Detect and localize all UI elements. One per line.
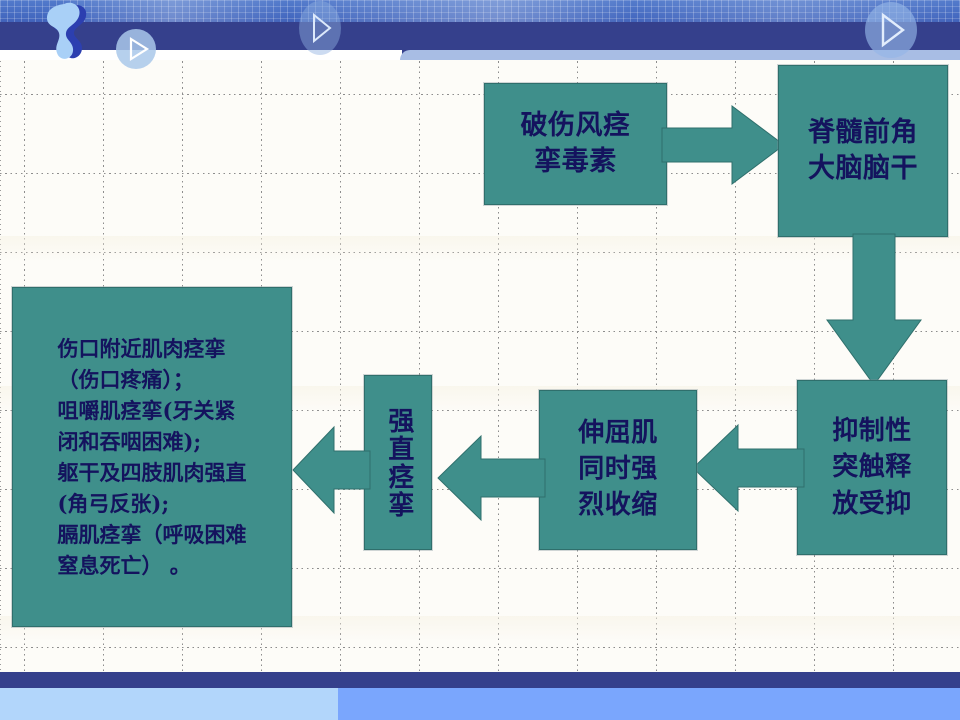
flow-node-contraction-label: 伸屈肌 同时强 烈收缩 (578, 418, 658, 520)
flow-node-inhibition[interactable]: 抑制性 突触释 放受抑 (797, 380, 947, 555)
footer-blue-band (0, 672, 960, 688)
flow-node-contraction[interactable]: 伸屈肌 同时强 烈收缩 (539, 390, 697, 550)
flow-node-symptoms[interactable]: 伤口附近肌肉痉挛 （伤口疼痛）； 咀嚼肌痉挛(牙关紧 闭和吞咽困难); 躯干及四… (12, 287, 292, 627)
footer-bar-left (0, 688, 338, 720)
flow-node-tonic-spasm-label: 强直痉挛 (383, 406, 414, 519)
flow-node-cns-label: 脊髓前角 大脑脑干 (808, 117, 918, 184)
play-button-left[interactable] (115, 28, 157, 70)
block-arrow-right-icon (661, 104, 785, 186)
butterfly-logo (40, 2, 102, 64)
flow-node-toxin-label: 破伤风痉 挛毒素 (520, 110, 631, 177)
block-arrow-left-icon (437, 434, 546, 522)
header-white-strip (0, 50, 402, 60)
footer-bar-right (338, 688, 960, 720)
block-arrow-down-icon (825, 233, 923, 386)
block-arrow-left-icon (692, 423, 805, 513)
play-button-right[interactable] (863, 1, 919, 59)
play-button-center[interactable] (298, 0, 342, 56)
header-lip-accent (400, 50, 960, 60)
block-arrow-left-icon (292, 425, 371, 515)
flow-node-tonic-spasm[interactable]: 强直痉挛 (364, 375, 432, 550)
flow-node-toxin[interactable]: 破伤风痉 挛毒素 (484, 83, 667, 205)
flow-node-inhibition-label: 抑制性 突触释 放受抑 (832, 415, 912, 519)
flow-node-symptoms-label: 伤口附近肌肉痉挛 （伤口疼痛）； 咀嚼肌痉挛(牙关紧 闭和吞咽困难); 躯干及四… (57, 335, 247, 579)
flow-node-cns[interactable]: 脊髓前角 大脑脑干 (778, 65, 948, 237)
